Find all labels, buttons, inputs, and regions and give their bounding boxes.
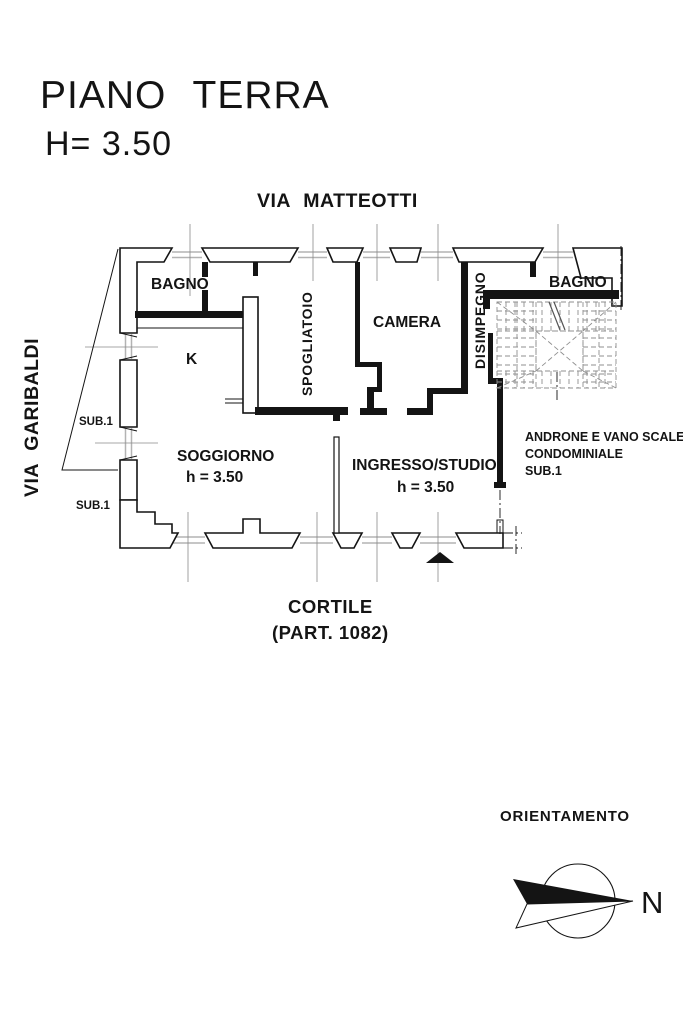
street-label-top: VIA MATTEOTTI — [257, 190, 418, 212]
north-label: N — [641, 885, 663, 920]
room-height-ingresso: h = 3.50 — [397, 479, 454, 496]
androne-label-line2: CONDOMINIALE — [525, 447, 623, 461]
exterior-walls — [119, 247, 623, 549]
room-label-kitchen: K — [186, 351, 198, 368]
stairwell-hatch — [496, 301, 617, 389]
sub1-upper-label: SUB.1 — [79, 416, 113, 428]
north-arrow-tail — [515, 900, 634, 929]
room-label-bagno-right: BAGNO — [549, 274, 607, 291]
interior-walls — [135, 262, 619, 534]
androne-label-line1: ANDRONE E VANO SCALE — [525, 430, 683, 444]
room-label-camera: CAMERA — [373, 314, 441, 331]
orientation-label: ORIENTAMENTO — [500, 808, 630, 825]
androne-label-line3: SUB.1 — [525, 464, 562, 478]
room-label-soggiorno: SOGGIORNO — [177, 448, 274, 465]
room-height-soggiorno: h = 3.50 — [186, 469, 243, 486]
room-label-bagno-left: BAGNO — [151, 276, 209, 293]
axis-lines — [85, 224, 559, 582]
room-label-disimpegno: DISIMPEGNO — [472, 272, 488, 369]
north-arrow-icon — [513, 879, 633, 904]
sub1-lower-label: SUB.1 — [76, 500, 110, 512]
compass: ORIENTAMENTO N — [500, 808, 663, 939]
room-label-spogliatoio: SPOGLIATOIO — [299, 291, 315, 396]
entrance-arrow-icon — [426, 552, 454, 563]
room-label-ingresso: INGRESSO/STUDIO — [352, 457, 497, 474]
height-note: H= 3.50 — [45, 125, 172, 163]
page-title: PIANO TERRA — [40, 74, 330, 117]
street-label-left: VIA GARIBALDI — [21, 338, 43, 497]
site-boundary-line — [61, 248, 119, 471]
property-dashdot-lines — [499, 246, 622, 556]
cortile-label: CORTILE — [288, 596, 373, 617]
cortile-part-label: (PART. 1082) — [272, 622, 389, 643]
